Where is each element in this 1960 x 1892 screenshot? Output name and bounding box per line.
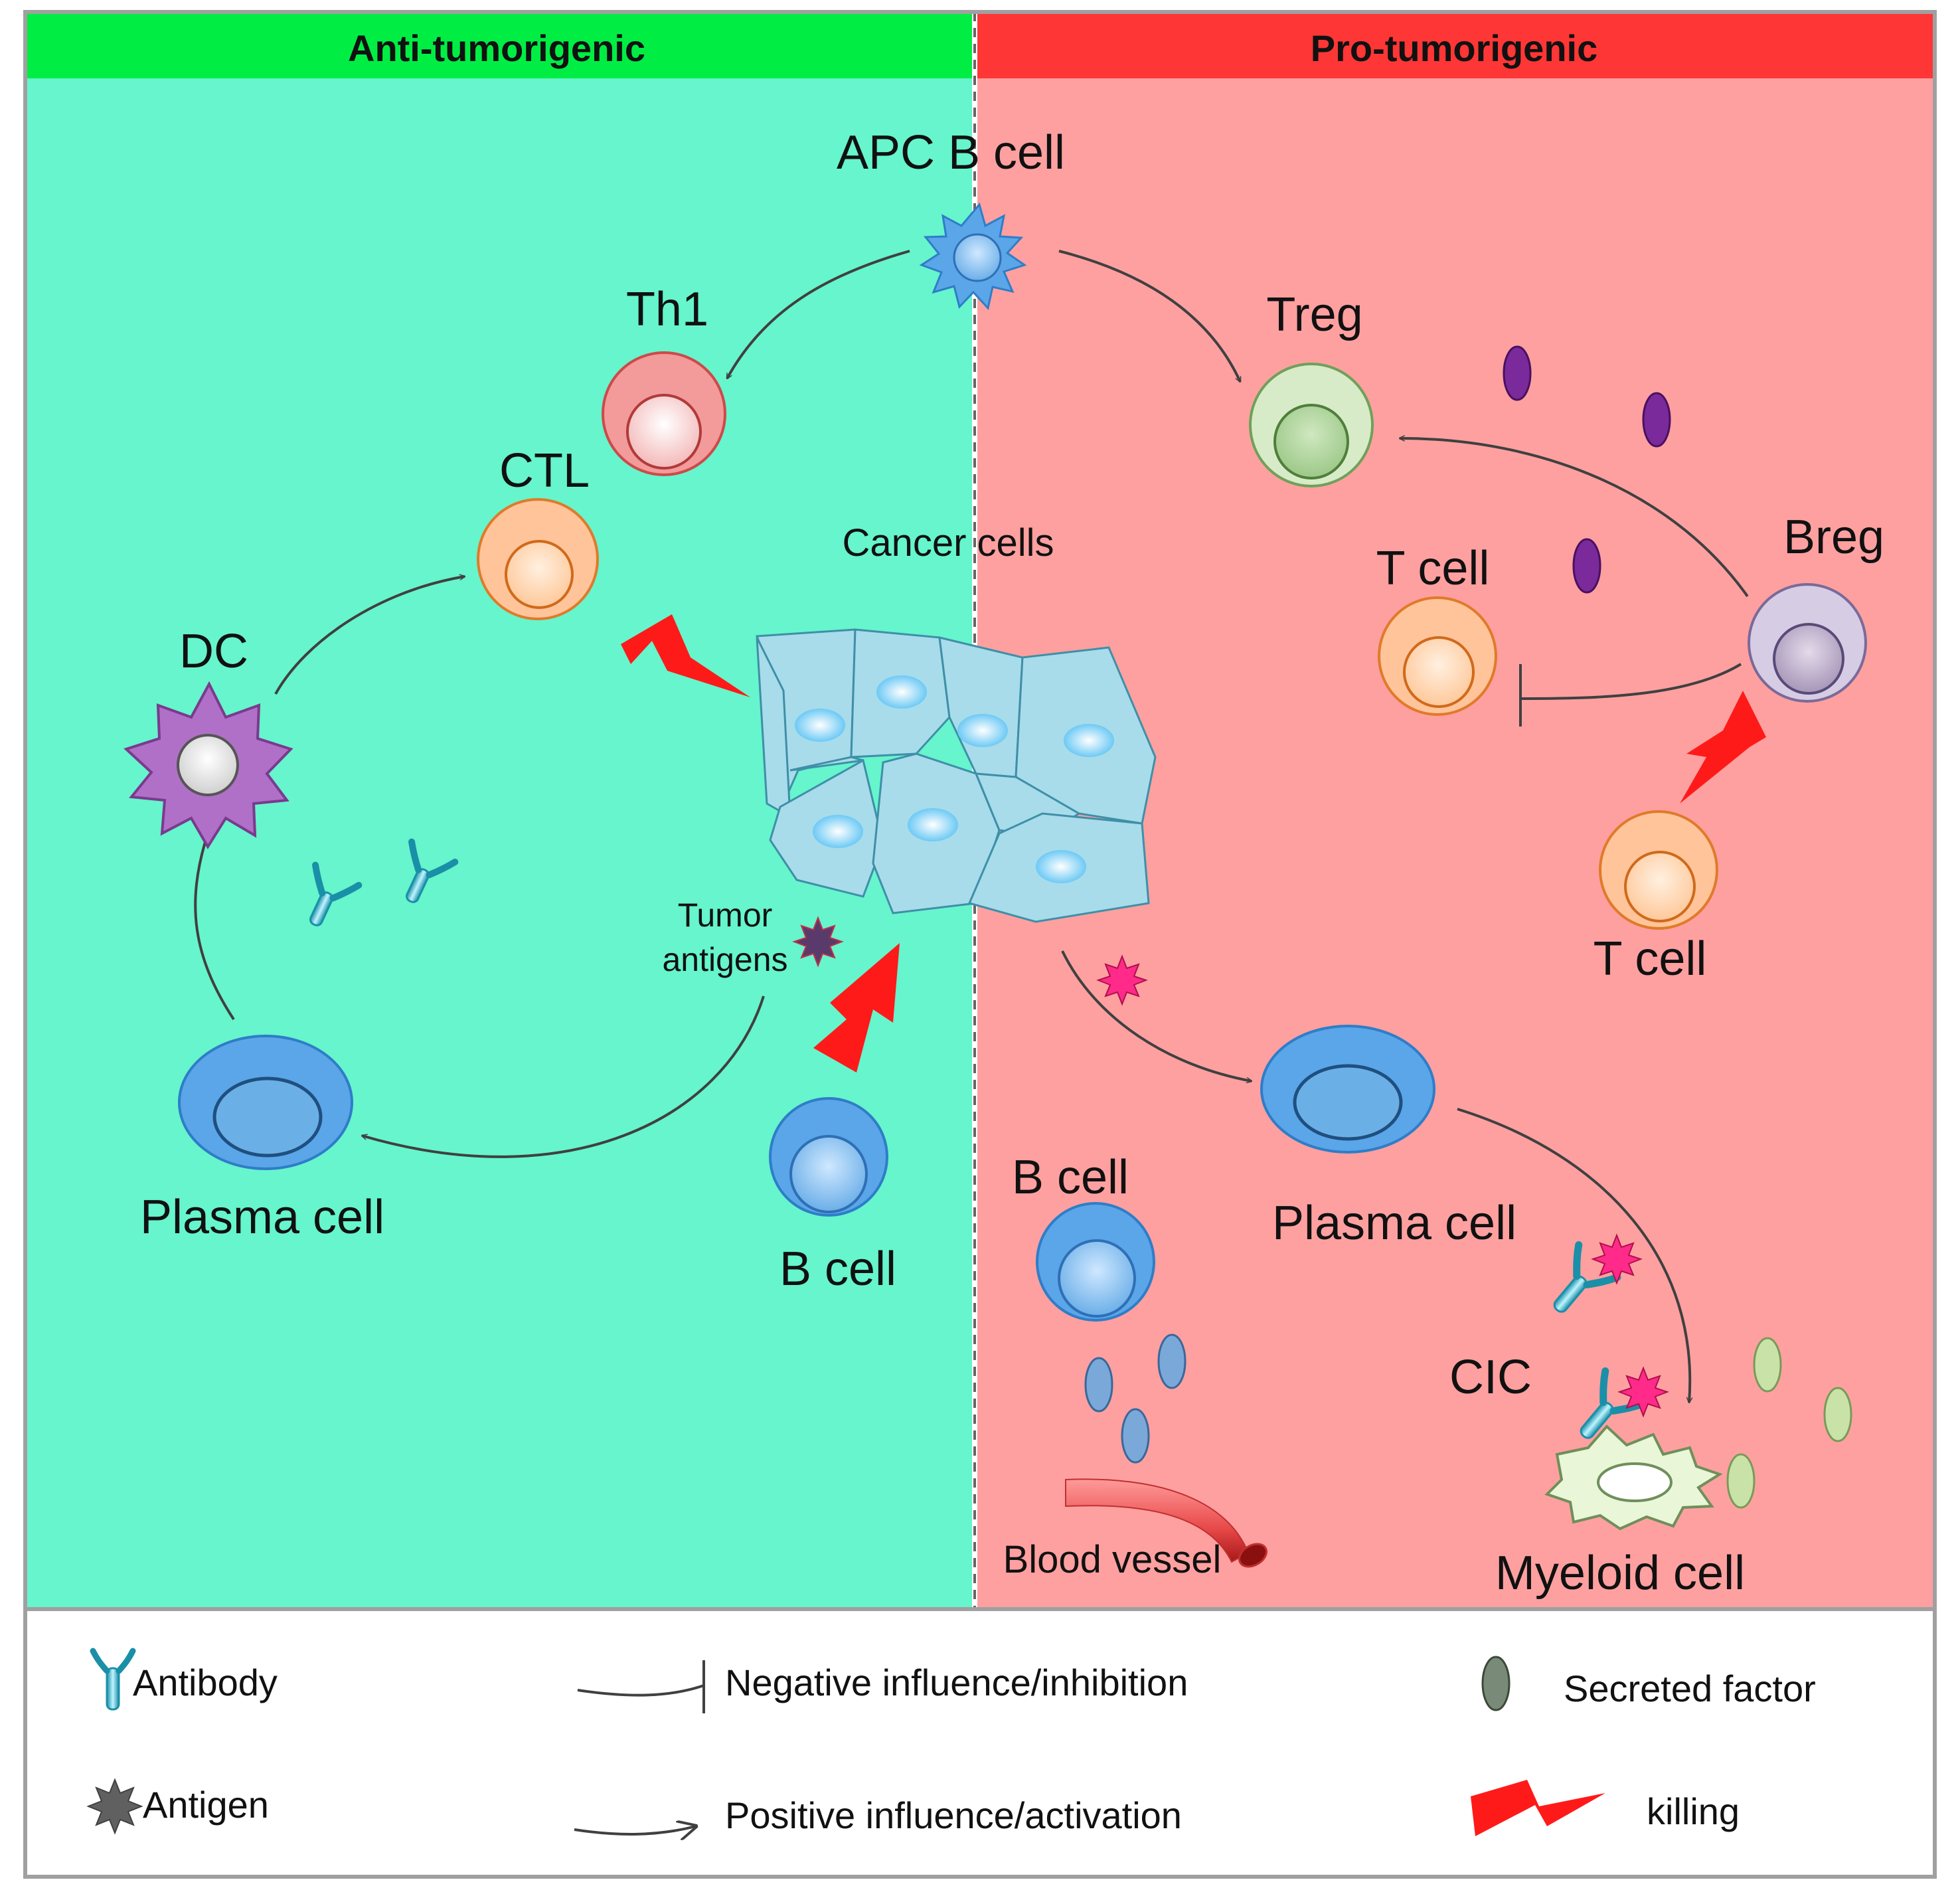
- anti-tumorigenic-title: Anti-tumorigenic: [348, 27, 645, 69]
- tumor-antigens-label-line1: Tumor: [678, 897, 773, 934]
- ctl-cell: [477, 498, 599, 620]
- legend-negative-label: Negative influence/inhibition: [725, 1662, 1188, 1703]
- antigens: [792, 916, 1669, 1418]
- t-cell-top-label: T cell: [1376, 542, 1490, 595]
- antigen-icon: [1096, 954, 1148, 1006]
- tumor-antigens-label-line2: antigens: [662, 941, 787, 978]
- dc-label: DC: [179, 625, 248, 678]
- b-cell-right: [1036, 1202, 1155, 1322]
- pro-tumorigenic-title: Pro-tumorigenic: [1311, 27, 1597, 69]
- legend-antibody: Antibody: [90, 1648, 278, 1711]
- plasma-cell-left: [178, 1035, 353, 1170]
- legend-secreted: Secreted factor: [1481, 1656, 1816, 1711]
- arrow-plasma-to-dc: [194, 835, 235, 1021]
- breg-cell: [1748, 583, 1867, 703]
- killing-bolts: [621, 614, 1766, 1073]
- anti-tumorigenic-header: [25, 12, 975, 78]
- killing-icon: [813, 943, 900, 1073]
- arrow-apc-to-th1: [726, 250, 910, 379]
- legend-positive-label: Positive influence/activation: [725, 1794, 1182, 1836]
- killing-icon: [621, 614, 750, 697]
- blood-vessel: [1065, 1478, 1267, 1568]
- arrow-plasma-to-myeloid: [1457, 1108, 1690, 1403]
- killing-icon: [1680, 691, 1766, 804]
- legend-secreted-label: Secreted factor: [1564, 1668, 1816, 1709]
- t-cell-bottom: [1599, 810, 1718, 930]
- b-cell-left: [769, 1097, 888, 1217]
- ctl-label: CTL: [499, 444, 590, 497]
- legend-box: [23, 1607, 1937, 1879]
- th1-label: Th1: [626, 283, 708, 336]
- legend: Antibody Antigen Negative influence/inhi…: [86, 1648, 1816, 1836]
- treg-label: Treg: [1266, 288, 1362, 341]
- t-cell-bottom-label: T cell: [1593, 932, 1707, 986]
- tumor-antigen-icon: [792, 916, 844, 968]
- antibody-icon: [405, 838, 459, 903]
- legend-antibody-label: Antibody: [133, 1662, 278, 1703]
- antigen-icon: [1617, 1366, 1669, 1418]
- cancer-cell-cluster: [755, 628, 1157, 923]
- myeloid-cell: [1544, 1424, 1723, 1531]
- secreted-factors-green: [1726, 1337, 1852, 1509]
- b-cell-right-label: B cell: [1012, 1151, 1129, 1204]
- cancer-cells-label: Cancer cells: [842, 521, 1054, 564]
- antigen-icon: [1591, 1233, 1643, 1285]
- antibody-icon: [90, 1648, 136, 1711]
- arrow-breg-to-treg: [1400, 438, 1749, 598]
- killing-icon: [1471, 1780, 1605, 1836]
- legend-antigen-label: Antigen: [143, 1784, 269, 1826]
- myeloid-cell-label: Myeloid cell: [1495, 1547, 1745, 1600]
- arrows: [194, 250, 1749, 1403]
- arrow-antigens-to-plasma-right: [1061, 950, 1252, 1081]
- arrow-dc-to-ctl: [274, 576, 465, 695]
- plasma-cell-left-label: Plasma cell: [140, 1191, 384, 1244]
- dc-cell: [123, 681, 293, 849]
- legend-antigen: Antigen: [86, 1778, 269, 1835]
- arrow-antigens-to-plasma: [362, 995, 765, 1158]
- secreted-factor-icon: [1481, 1656, 1511, 1711]
- pro-tumorigenic-header: [975, 12, 1935, 78]
- inhibition-breg-to-tcell: [1520, 663, 1742, 700]
- secreted-factors-blue: [1084, 1333, 1186, 1464]
- antibodies: [309, 838, 1648, 1439]
- t-cell-top: [1378, 596, 1497, 716]
- apc-b-cell-label: APC B cell: [837, 126, 1065, 179]
- antibody-icon: [309, 861, 363, 926]
- treg-cell: [1249, 363, 1374, 487]
- legend-killing: killing: [1471, 1780, 1740, 1836]
- breg-label: Breg: [1783, 511, 1884, 564]
- blood-vessel-label: Blood vessel: [1003, 1538, 1222, 1581]
- legend-negative: Negative influence/inhibition: [577, 1660, 1188, 1713]
- plasma-cell-right-label: Plasma cell: [1272, 1197, 1516, 1250]
- plasma-cell-right: [1260, 1025, 1435, 1154]
- antigen-icon: [86, 1778, 143, 1835]
- apc-b-cell: [919, 202, 1027, 311]
- th1-cell: [602, 351, 726, 476]
- cic-label: CIC: [1449, 1351, 1532, 1404]
- secreted-factors-purple: [1503, 345, 1671, 594]
- legend-killing-label: killing: [1647, 1790, 1740, 1832]
- legend-positive: Positive influence/activation: [574, 1794, 1182, 1836]
- b-cell-left-label: B cell: [779, 1243, 896, 1296]
- arrow-apc-to-treg: [1058, 250, 1242, 382]
